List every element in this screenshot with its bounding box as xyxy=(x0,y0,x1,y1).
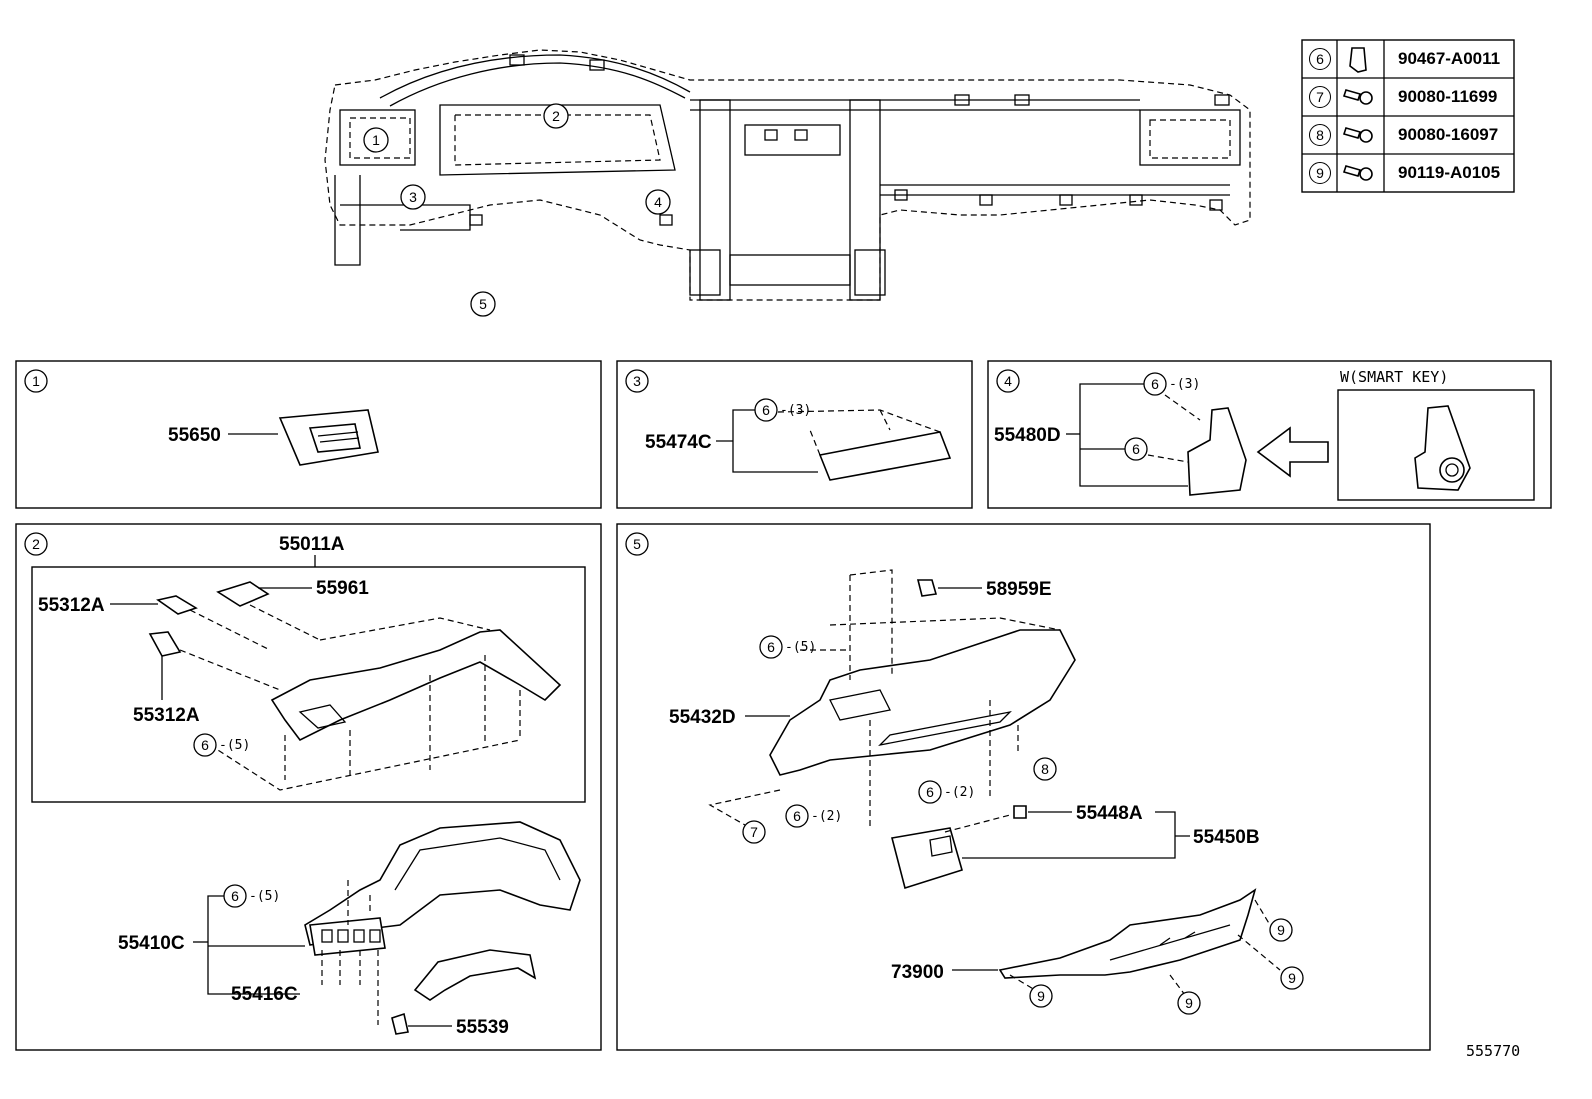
panel-5-screw-callout-d: 9 xyxy=(1037,988,1045,1004)
part-55312A-top xyxy=(156,595,198,615)
panel-5-clip-callout-b: 6 xyxy=(926,784,934,800)
panel-5: 5 58959E 6 -(5) 55432D 8 6 -(2) 6 -(2) 7… xyxy=(616,523,1431,1051)
part-label-55312A-bottom: 55312A xyxy=(133,705,200,726)
panel-4-callout: 4 xyxy=(1004,373,1012,389)
panel-2-qty-lower: -(5) xyxy=(249,889,280,904)
meter-hood xyxy=(304,821,581,946)
part-55448A xyxy=(1013,805,1027,819)
clip-icon xyxy=(1349,47,1367,73)
panel-5-qty-b: -(2) xyxy=(944,785,975,800)
hardware-row-part-number: 90467-A0011 xyxy=(1398,49,1501,68)
part-55312A-bottom xyxy=(148,631,182,657)
panel-3-clip-callout: 6 xyxy=(762,402,770,418)
hardware-row: 7 90080-11699 xyxy=(1302,78,1514,116)
panel-5-clip-callout-a: 6 xyxy=(767,639,775,655)
panel-2-clip-callout-upper: 6 xyxy=(201,737,209,753)
panel-3: 3 6 -(3) 55474C xyxy=(616,360,973,509)
part-label-55650: 55650 xyxy=(168,425,221,446)
panel-4: 4 6 -(3) 6 55480D W(SMART KEY) xyxy=(987,360,1552,509)
smart-key-inset-title: W(SMART KEY) xyxy=(1340,368,1448,386)
overview-callout-1: 1 xyxy=(372,132,380,148)
overview-callout-4: 4 xyxy=(654,194,662,210)
upper-panel-cover xyxy=(270,629,562,742)
lower-panel xyxy=(769,629,1076,776)
part-label-55312A-top: 55312A xyxy=(38,595,105,616)
part-55416C xyxy=(413,949,537,1001)
overview-callout-2: 2 xyxy=(552,108,560,124)
diagram-id: 555770 xyxy=(1466,1042,1520,1060)
panel-1: 1 55650 xyxy=(15,360,602,509)
part-label-55474C: 55474C xyxy=(645,432,712,453)
panel-2-callout: 2 xyxy=(32,536,40,552)
hardware-table-text: 6 90467-A0011 7 90080-11699 8 90080-16097 9 901… xyxy=(1302,40,1514,192)
part-label-58959E: 58959E xyxy=(986,579,1052,600)
panel-5-callout: 5 xyxy=(633,536,641,552)
hardware-row: 8 90080-16097 xyxy=(1302,116,1514,154)
part-label-73900: 73900 xyxy=(891,962,944,983)
part-55539 xyxy=(391,1012,409,1035)
hardware-row-number: 6 xyxy=(1309,48,1331,70)
part-label-55539: 55539 xyxy=(456,1017,509,1038)
hardware-row-number: 7 xyxy=(1309,86,1331,108)
panel-4-qty: -(3) xyxy=(1169,377,1200,392)
panel-3-cover xyxy=(818,431,952,481)
part-label-55450B: 55450B xyxy=(1193,827,1260,848)
panel-5-callout-7: 7 xyxy=(750,824,758,840)
panel-2-qty-upper: -(5) xyxy=(219,738,250,753)
part-55450B xyxy=(891,827,963,890)
part-label-55416C: 55416C xyxy=(231,984,298,1005)
hardware-row-part-number: 90080-11699 xyxy=(1398,87,1498,106)
hardware-row-number: 9 xyxy=(1309,162,1331,184)
panel-3-callout: 3 xyxy=(633,373,641,389)
panel-2: 2 55011A 55961 55312A 55312A 6 -(5) 5553… xyxy=(15,523,602,1051)
hardware-row: 6 90467-A0011 xyxy=(1302,40,1514,78)
hardware-row: 9 90119-A0105 xyxy=(1302,154,1514,192)
panel-5-clip-callout-c: 6 xyxy=(793,808,801,824)
hardware-row-number: 8 xyxy=(1309,124,1331,146)
part-58959E xyxy=(916,579,938,597)
part-label-55480D: 55480D xyxy=(994,425,1061,446)
part-55961 xyxy=(216,581,270,607)
part-label-55410C: 55410C xyxy=(118,933,185,954)
screw-icon xyxy=(1342,165,1373,181)
panel-4-clip-callout-a: 6 xyxy=(1151,376,1159,392)
overview-callout-5: 5 xyxy=(479,296,487,312)
panel-5-screw-callout-a: 9 xyxy=(1277,922,1285,938)
arrow-left-icon xyxy=(1256,426,1329,478)
panel-2-clip-callout-lower: 6 xyxy=(231,888,239,904)
part-label-55432D: 55432D xyxy=(669,707,736,728)
air-vent-part xyxy=(278,409,379,466)
hardware-row-part-number: 90119-A0105 xyxy=(1398,163,1501,182)
screw-icon xyxy=(1342,89,1373,105)
overview-callout-3: 3 xyxy=(409,189,417,205)
part-label-55448A: 55448A xyxy=(1076,803,1143,824)
hardware-row-part-number: 90080-16097 xyxy=(1398,125,1499,144)
panel-5-qty-c: -(2) xyxy=(811,809,842,824)
panel-5-callout-8: 8 xyxy=(1041,761,1049,777)
screw-icon xyxy=(1342,127,1373,143)
panel-5-screw-callout-c: 9 xyxy=(1185,995,1193,1011)
panel-3-qty: -(3) xyxy=(780,403,811,418)
part-label-55011A: 55011A xyxy=(279,534,345,555)
panel-5-screw-callout-b: 9 xyxy=(1288,970,1296,986)
instrument-panel-overview: 1 2 3 4 5 xyxy=(324,49,1251,317)
hardware-table xyxy=(1301,39,1515,193)
part-73900 xyxy=(998,888,1257,979)
part-label-55961: 55961 xyxy=(316,578,369,599)
panel-5-qty-a: -(5) xyxy=(785,640,816,655)
panel-1-callout: 1 xyxy=(32,373,40,389)
panel-4-clip-callout-b: 6 xyxy=(1132,441,1140,457)
panel-4-bracket xyxy=(1187,407,1247,496)
